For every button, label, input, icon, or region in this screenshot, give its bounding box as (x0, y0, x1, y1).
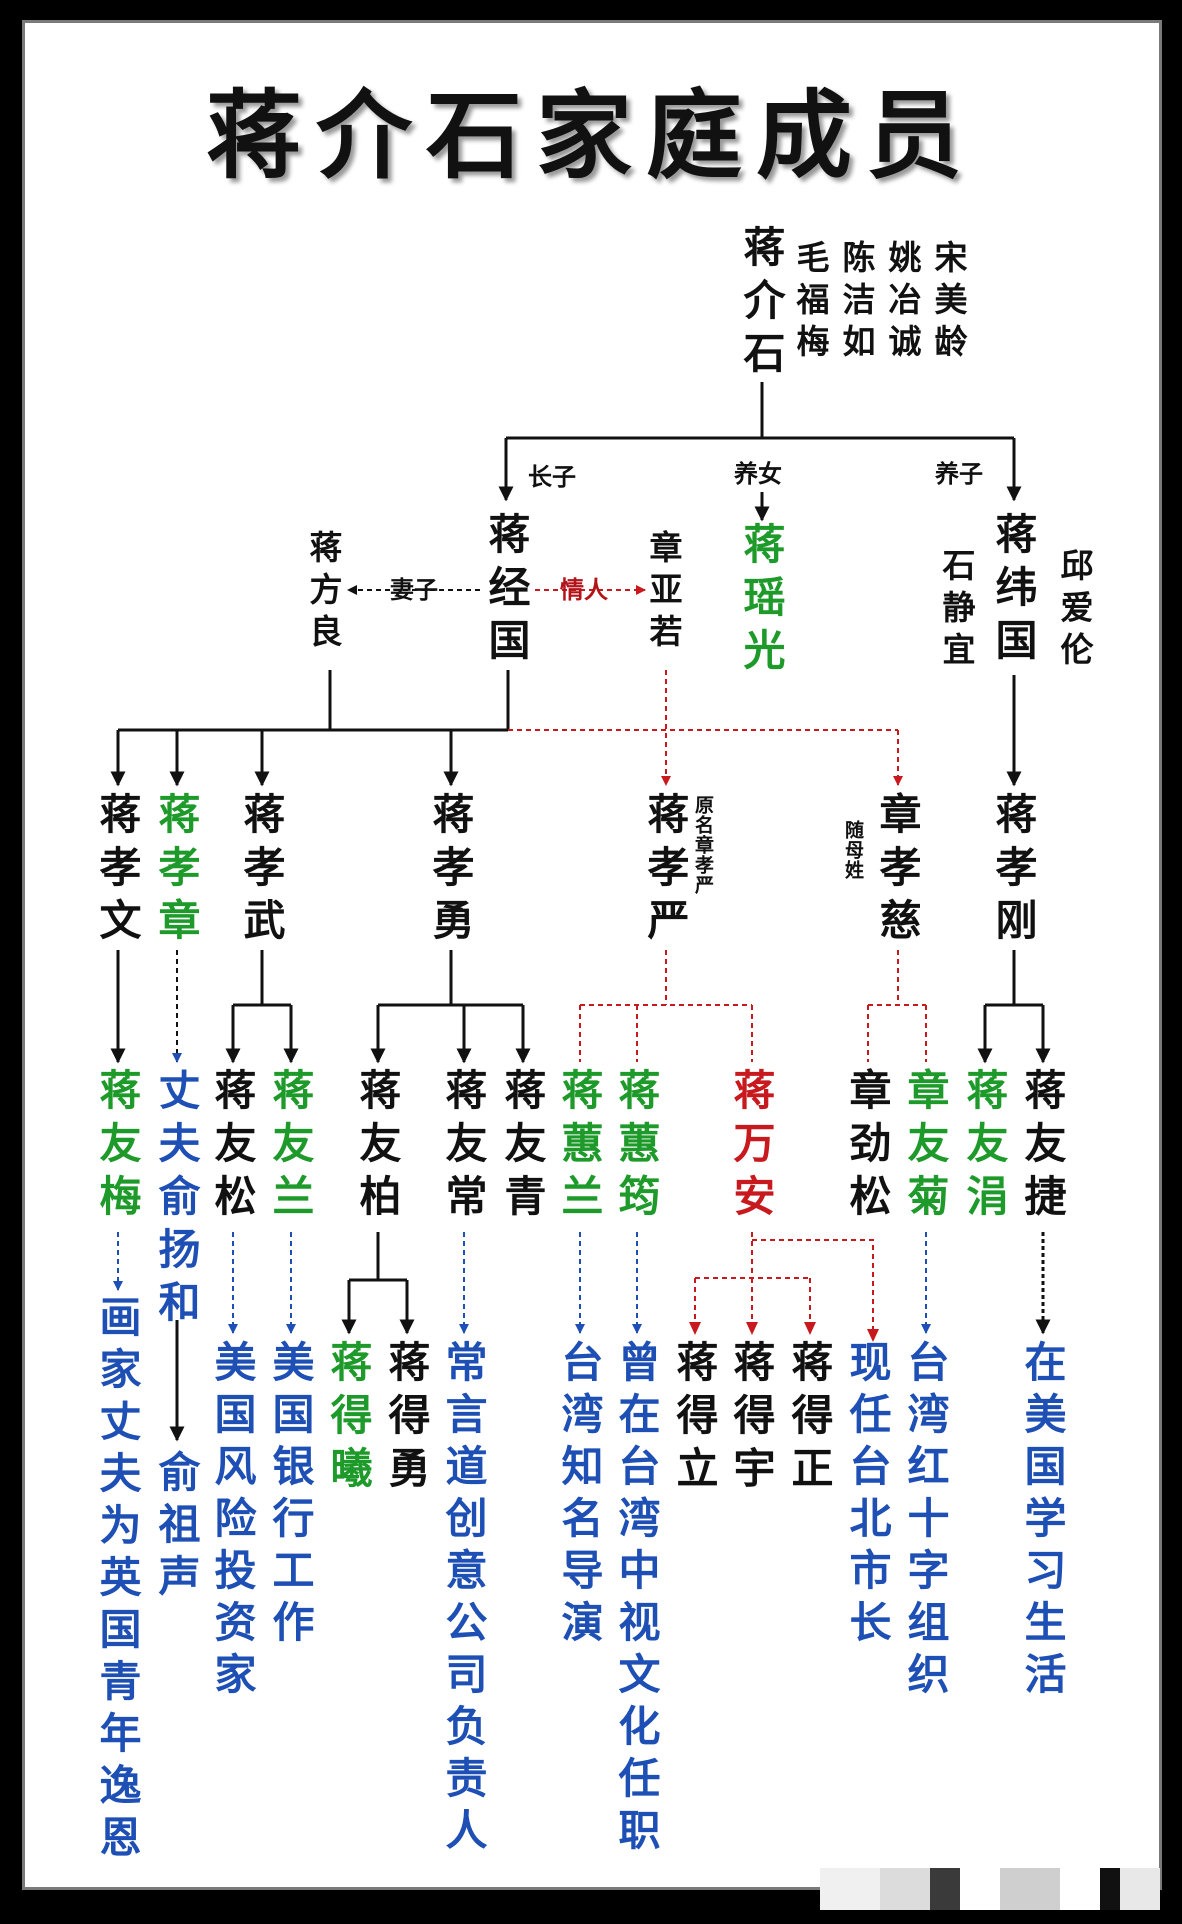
node-jiang-deli: 蒋得立 (670, 1340, 719, 1499)
root-branch (498, 382, 1022, 522)
node-jiang-youchang: 蒋友常 (439, 1068, 488, 1227)
node-jiang-xiaozhang: 蒋孝章 (152, 792, 201, 951)
node-jiang-dezheng: 蒋得正 (785, 1340, 834, 1499)
wife-song-meiling: 宋美龄 (929, 240, 968, 366)
node-zhang-xiaoci: 章孝慈 (873, 792, 922, 951)
node-jiang-huilan: 蒋蕙兰 (555, 1068, 604, 1227)
node-jiang-fangliang: 蒋方良 (304, 530, 343, 656)
chart-frame (22, 20, 1162, 1890)
node-jiang-youbo: 蒋友柏 (353, 1068, 402, 1227)
wife-yao-yecheng: 姚冶诚 (883, 240, 922, 366)
pixel-strip-decoration (820, 1868, 1160, 1910)
chart-title: 蒋介石家庭成员 (206, 79, 976, 192)
node-jiang-youqing: 蒋友青 (498, 1068, 547, 1227)
note-huilan: 台湾知名导演 (555, 1340, 604, 1652)
wife-mao-fumei: 毛福梅 (791, 240, 830, 366)
label-wife: 妻子 (390, 576, 438, 604)
note-youlan: 美国银行工作 (266, 1340, 315, 1652)
label-eldest-son: 长子 (528, 463, 576, 491)
note-former-name: 原名章孝严 (692, 795, 714, 895)
node-jiang-huijun: 蒋蕙筠 (612, 1068, 661, 1227)
wife-chen-jieru: 陈洁如 (837, 240, 876, 366)
node-jiang-deyong: 蒋得勇 (382, 1340, 431, 1499)
note-yu-zusheng: 俞祖声 (152, 1450, 201, 1606)
node-yu-yanghe: 丈夫俞扬和 (152, 1068, 201, 1333)
node-zhang-yaruo: 章亚若 (644, 530, 683, 656)
node-jiang-xiaowen: 蒋孝文 (93, 792, 142, 951)
node-zhang-jinsong: 章劲松 (843, 1068, 892, 1227)
node-jiang-deyu: 蒋得宇 (727, 1340, 776, 1499)
node-jiang-jieshi: 蒋介石 (737, 225, 786, 384)
node-jiang-xiaogang: 蒋孝刚 (989, 792, 1038, 951)
label-lover: 情人 (560, 576, 608, 604)
note-youjie: 在美国学习生活 (1018, 1340, 1067, 1704)
node-jiang-weiguo: 蒋纬国 (989, 512, 1038, 671)
node-qiu-ailun: 邱爱伦 (1055, 548, 1094, 674)
note-youchang: 常言道创意公司负责人 (439, 1340, 488, 1860)
node-shi-jingyi: 石静宜 (937, 548, 976, 674)
node-jiang-youjuan: 蒋友涓 (960, 1068, 1009, 1227)
node-jiang-youjie: 蒋友捷 (1018, 1068, 1067, 1227)
zhang-children-branch (508, 670, 903, 786)
label-adopted-son: 养子 (935, 460, 983, 488)
node-jiang-yaoguang: 蒋瑶光 (737, 522, 786, 681)
label-adopted-daughter: 养女 (734, 460, 782, 488)
note-youmei: 画家丈夫为英国青年逸恩 (93, 1295, 142, 1867)
note-yousong: 美国风险投资家 (208, 1340, 257, 1704)
node-jiang-wanan: 蒋万安 (727, 1068, 776, 1227)
note-youju: 台湾红十字组织 (901, 1340, 950, 1704)
node-jiang-yousong: 蒋友松 (208, 1068, 257, 1227)
node-jiang-dexi: 蒋得曦 (324, 1340, 373, 1499)
node-zhang-youju: 章友菊 (901, 1068, 950, 1227)
note-wanan: 现任台北市长 (843, 1340, 892, 1652)
node-jiang-youmei: 蒋友梅 (93, 1068, 142, 1227)
note-huijun: 曾在台湾中视文化任职 (612, 1340, 661, 1860)
node-jiang-xiaoyong: 蒋孝勇 (426, 792, 475, 951)
node-jiang-xiaowu: 蒋孝武 (237, 792, 286, 951)
node-jiang-xiaoyan: 蒋孝严 (641, 792, 690, 951)
jingguo-children-branch (110, 670, 510, 787)
node-jiang-youlan: 蒋友兰 (266, 1068, 315, 1227)
note-mother-surname: 随母姓 (842, 820, 864, 880)
node-jiang-jingguo: 蒋经国 (482, 512, 531, 671)
